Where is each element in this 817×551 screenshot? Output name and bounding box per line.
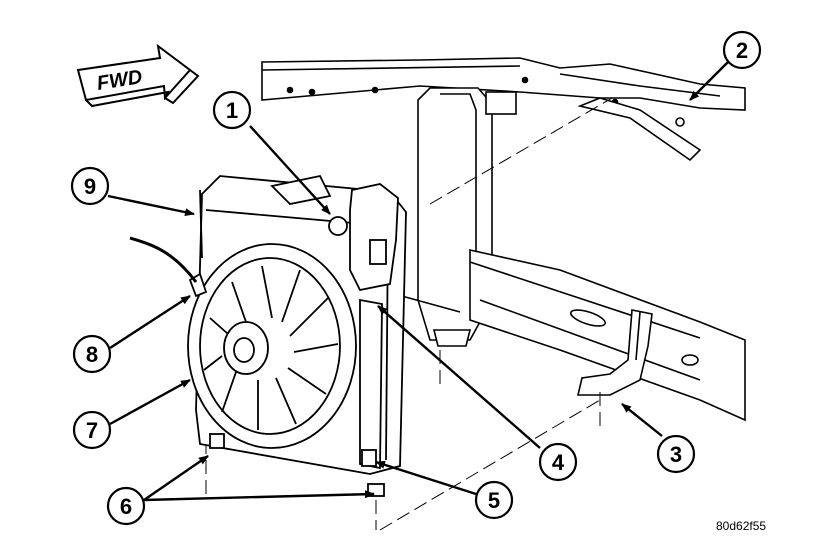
callout-1: 1 — [212, 90, 252, 130]
callout-7: 7 — [72, 410, 112, 450]
cooling-fan — [129, 236, 357, 449]
callout-9-number: 9 — [84, 174, 96, 199]
callout-8: 8 — [72, 334, 112, 374]
callout-1-number: 1 — [226, 98, 238, 123]
callout-7-number: 7 — [86, 418, 98, 443]
callout-6-number: 6 — [120, 494, 132, 519]
callout-8-number: 8 — [86, 342, 98, 367]
alignment-lines — [205, 97, 613, 531]
mounting-bracket — [576, 309, 653, 396]
callout-5: 5 — [474, 480, 514, 520]
callout-3-number: 3 — [670, 442, 682, 467]
callout-4-number: 4 — [552, 450, 565, 475]
leader-lines — [107, 61, 729, 502]
callout-2-number: 2 — [736, 38, 748, 63]
callout-5-number: 5 — [488, 488, 500, 513]
figure-id: 80d62f55 — [716, 519, 767, 533]
callout-3: 3 — [656, 434, 696, 474]
forward-direction-arrow: FWD — [76, 43, 200, 108]
callout-4: 4 — [538, 442, 578, 482]
callout-6: 6 — [106, 486, 146, 526]
lower-frame-rail — [379, 249, 746, 422]
callout-2: 2 — [722, 30, 762, 70]
callout-9: 9 — [70, 166, 110, 206]
